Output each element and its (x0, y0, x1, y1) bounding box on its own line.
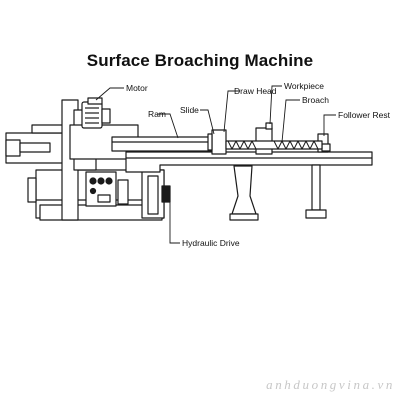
left-housing (5, 99, 139, 221)
label-motor: Motor (126, 83, 148, 93)
watermark: anhduongvina.vn (266, 377, 395, 392)
workpiece-leader (269, 85, 282, 125)
right-support (305, 164, 327, 219)
broach (225, 140, 323, 150)
label-hydraulic-drive: Hydraulic Drive (182, 238, 240, 248)
motor-leader (95, 87, 124, 101)
hydraulic-drive (141, 169, 171, 219)
label-slide: Slide (180, 105, 199, 115)
ram (111, 136, 215, 152)
label-workpiece: Workpiece (284, 81, 324, 91)
diagram-title: Surface Broaching Machine (86, 51, 314, 70)
draw-head-leader (223, 90, 240, 133)
slide-bed (125, 151, 373, 173)
follower-rest-leader (323, 114, 336, 136)
draw-head (207, 129, 227, 155)
label-broach: Broach (302, 95, 329, 105)
control-panel (85, 171, 129, 207)
ram-leader (158, 113, 179, 139)
label-draw-head: Draw Head (234, 86, 277, 96)
slide-leader (200, 109, 215, 135)
hydraulic-drive-leader (169, 202, 180, 244)
label-follower-rest: Follower Rest (338, 110, 391, 120)
broach-leader (281, 99, 300, 143)
motor (81, 97, 111, 129)
label-ram: Ram (148, 109, 166, 119)
support-leg (229, 165, 259, 221)
